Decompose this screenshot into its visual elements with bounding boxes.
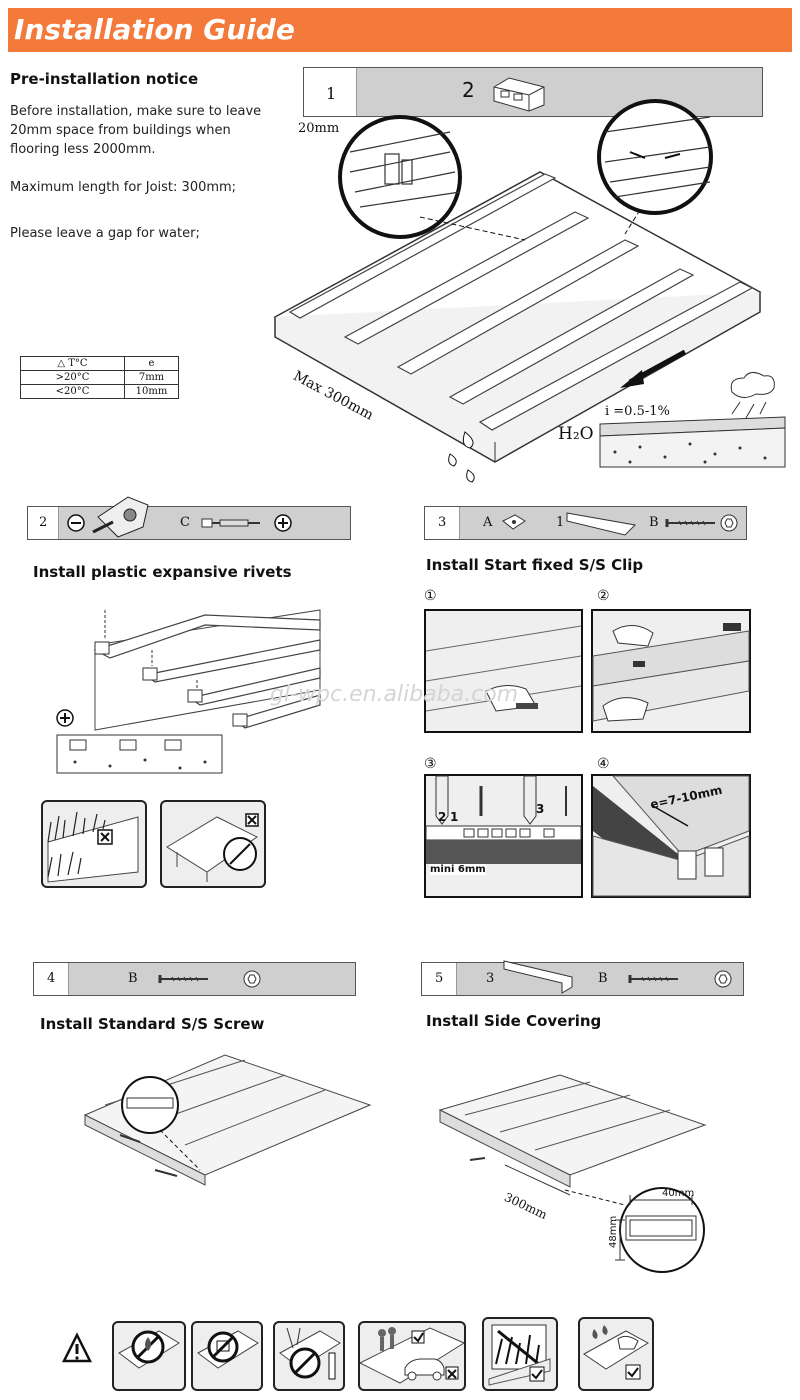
side-cover-icon	[503, 960, 573, 994]
table-row: <20°C 10mm	[20, 384, 179, 399]
watermark: gl-wpc.en.alibaba.com	[270, 682, 519, 707]
no-fire-icon	[118, 1330, 180, 1369]
step3-part-a: A	[483, 515, 493, 530]
support-legs-icon	[166, 813, 259, 882]
step3-sub-1-label: ①	[424, 588, 437, 604]
step3-sub-3-panel: 2 1 3 mini 6mm	[424, 774, 583, 898]
clip-gap-icon	[592, 775, 750, 897]
grass-icon	[47, 811, 139, 883]
step3-sub-4-label: ④	[597, 756, 610, 772]
step5-side-cover-drawing	[438, 1074, 707, 1273]
hex-head-icon	[720, 514, 738, 532]
board-icon	[566, 512, 637, 536]
no-chemical-panel	[191, 1321, 263, 1391]
no-chemical-icon	[197, 1330, 259, 1369]
table-row: >20°C 7mm	[20, 370, 179, 385]
notice-line-2: 20mm space from buildings when	[10, 123, 231, 138]
no-heels-panel	[273, 1321, 345, 1391]
table-head-gap: e	[124, 356, 179, 371]
notice-line-3: flooring less 2000mm.	[10, 142, 156, 157]
drill-icon	[92, 496, 149, 538]
step3-sub-2-panel	[591, 609, 751, 733]
step1-part-number: 2	[462, 78, 475, 102]
header-banner: Installation Guide	[8, 8, 792, 52]
no-fire-panel	[112, 1321, 186, 1391]
step4-parts-bar: 4 B	[33, 962, 356, 996]
table-cell: 7mm	[124, 370, 179, 385]
notice-title: Pre-installation notice	[10, 70, 199, 88]
step5-parts-bar: 5 3 B	[421, 960, 744, 996]
step5-part-b: B	[598, 971, 608, 986]
step1-parts-bar: 1 2	[303, 67, 763, 117]
step4-screw-drawing	[83, 1054, 372, 1186]
plus-icon	[56, 709, 74, 727]
step2-number: 2	[39, 515, 48, 530]
clip-icon	[502, 514, 526, 530]
step5-title: Install Side Covering	[426, 1012, 602, 1030]
notice-joist: Maximum length for Joist: 300mm;	[10, 180, 237, 195]
step3-parts-bar: 3 A 1 B	[424, 506, 747, 540]
plus-icon	[274, 514, 292, 532]
table-head-temp: △ T°C	[20, 356, 125, 371]
step2-parts-bar: 2 C	[27, 496, 351, 540]
people-car-icon	[358, 1327, 466, 1384]
step4-number: 4	[47, 971, 56, 986]
step3-sub-4-panel: e=7-10mm	[591, 774, 751, 898]
notice-gap: Please leave a gap for water;	[10, 226, 200, 241]
hex-head-icon	[243, 970, 261, 988]
step2-title: Install plastic expansive rivets	[33, 563, 292, 581]
step3-sub-3-label: ③	[424, 756, 437, 772]
step5-dim-48mm: 48mm	[608, 1215, 619, 1248]
expansion-table: △ T°C e >20°C 7mm <20°C 10mm	[20, 356, 179, 399]
step3-number-3: 3	[536, 802, 545, 816]
no-grass-icon	[488, 1324, 551, 1386]
step3-number-1: 1	[450, 810, 459, 824]
joist-profile-icon	[493, 77, 545, 112]
step5-part-3: 3	[486, 971, 495, 986]
step3-sub-1-panel	[424, 609, 583, 733]
support-warning-panel	[160, 800, 266, 888]
step3-number: 3	[438, 515, 447, 530]
table-cell: >20°C	[20, 370, 125, 385]
cleaning-panel	[578, 1317, 654, 1391]
step1-water-label: H₂O	[558, 424, 594, 444]
step5-number: 5	[435, 971, 444, 986]
step5-dim-40mm: 40mm	[662, 1188, 695, 1199]
screw-icon	[628, 975, 678, 983]
table-cell: 10mm	[124, 384, 179, 399]
hand-push-icon	[592, 623, 750, 722]
screw-icon	[665, 519, 715, 527]
warning-triangle-icon	[61, 1332, 93, 1363]
step1-number: 1	[326, 84, 337, 103]
step1-dim-20mm: 20mm	[298, 121, 340, 136]
screw-icon	[158, 975, 208, 983]
no-grass-panel	[482, 1317, 558, 1391]
table-cell: <20°C	[20, 384, 125, 399]
step2-rivet-drawing	[56, 609, 321, 774]
page-title: Installation Guide	[14, 13, 295, 46]
hand-board-icon	[425, 625, 582, 712]
step4-part-b: B	[128, 971, 138, 986]
cleaning-icon	[583, 1325, 649, 1380]
rivet-icon	[201, 518, 260, 528]
step3-part-1: 1	[556, 515, 565, 530]
step3-min-label: mini 6mm	[430, 864, 486, 875]
drill-screw-icon	[425, 775, 582, 864]
no-heels-icon	[279, 1327, 341, 1380]
step4-title: Install Standard S/S Screw	[40, 1015, 265, 1033]
notice-line-1: Before installation, make sure to leave	[10, 104, 262, 119]
step2-part-c: C	[180, 515, 190, 530]
step3-sub-2-label: ②	[597, 588, 610, 604]
table-row: △ T°C e	[20, 356, 179, 371]
hex-head-icon	[714, 970, 732, 988]
step3-number-2: 2	[438, 810, 447, 824]
step3-title: Install Start fixed S/S Clip	[426, 556, 644, 574]
step3-part-b: B	[649, 515, 659, 530]
minus-icon	[67, 514, 85, 532]
grass-warning-panel	[41, 800, 147, 888]
step1-slope-label: i =0.5-1%	[605, 404, 670, 419]
step1-joist-layout-drawing	[273, 99, 786, 483]
people-car-panel	[358, 1321, 466, 1391]
